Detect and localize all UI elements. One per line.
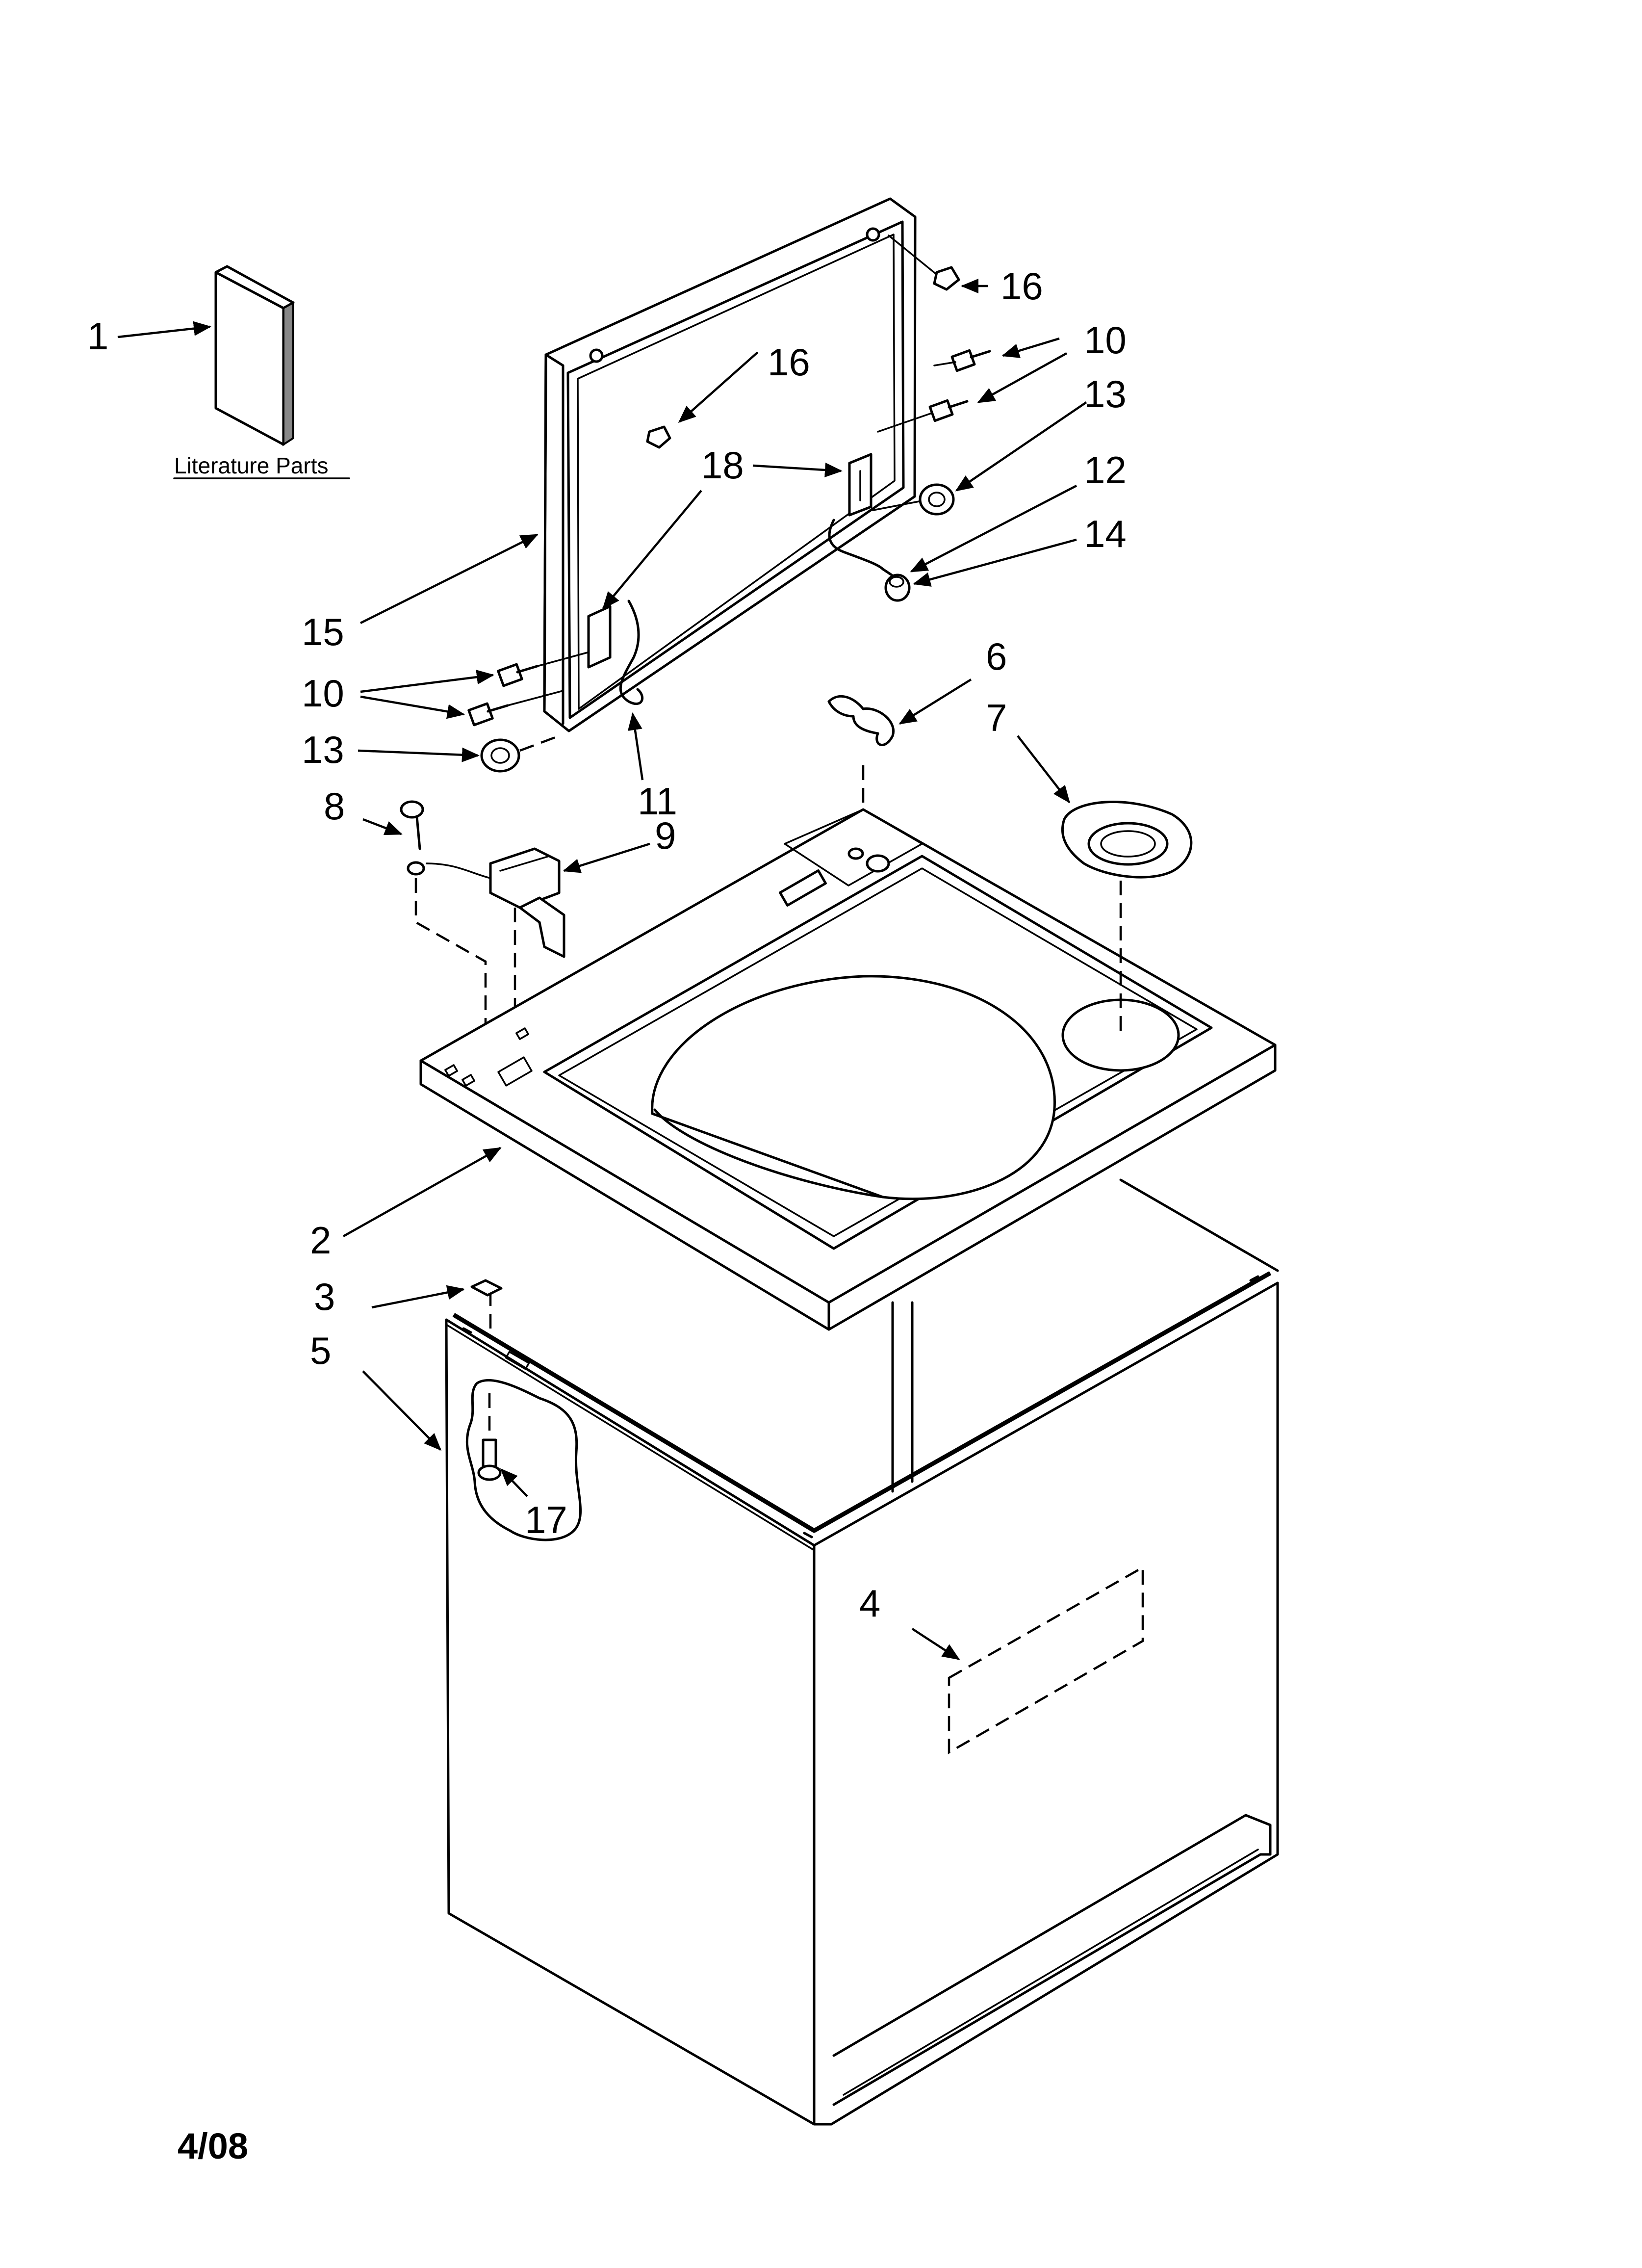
callout-18: 18 (701, 443, 744, 487)
serial-label-area (948, 1565, 1144, 1754)
cabinet-clip (470, 1279, 503, 1297)
hinge-grommet-right (872, 483, 955, 516)
literature-parts-booklet (214, 265, 295, 446)
lid-switch-screw (400, 800, 425, 876)
hinge-screw-right-upper (933, 349, 991, 372)
callout-11: 11 (638, 780, 677, 823)
literature-parts-label: Literature Parts (174, 453, 328, 478)
lid-switch-mount-dashline (414, 878, 487, 1055)
hinge-bushing-cap (884, 574, 911, 602)
callout-5: 5 (310, 1329, 331, 1372)
washer-cabinet (445, 1178, 1279, 2126)
hinge-screw-right-lower (877, 399, 969, 433)
callout-14: 14 (1084, 512, 1127, 555)
lid-bumper-top (888, 235, 960, 291)
callout-2: 2 (310, 1219, 331, 1262)
callout-13-top: 13 (1084, 372, 1127, 416)
callout-9: 9 (655, 814, 676, 857)
callout-7: 7 (986, 696, 1007, 739)
hinge-screw-left-lower (467, 690, 564, 727)
lid-assembly (543, 197, 917, 732)
callout-17: 17 (525, 1498, 567, 1541)
lid-bumper-mid (646, 425, 671, 449)
revision-date: 4/08 (178, 2126, 248, 2166)
lid-lock-clip (827, 695, 895, 746)
callout-10-left: 10 (302, 672, 344, 715)
callout-6: 6 (986, 635, 1007, 678)
hinge-grommet-left (480, 734, 560, 773)
hinge-screw-left-upper (497, 652, 589, 687)
callout-8: 8 (324, 784, 345, 828)
callout-13-left: 13 (302, 728, 344, 771)
callout-3: 3 (314, 1275, 335, 1318)
lid-switch (426, 847, 565, 958)
callout-10-top: 10 (1084, 318, 1127, 362)
callout-12: 12 (1084, 448, 1127, 492)
leader-lines (117, 279, 1087, 1660)
detergent-dispenser-cup (1061, 801, 1193, 879)
callout-16-top: 16 (1001, 264, 1043, 308)
callout-16-mid: 16 (768, 340, 810, 384)
cabinet-cutaway-detail (465, 1379, 582, 1541)
callout-4: 4 (859, 1582, 880, 1625)
callout-15: 15 (302, 610, 344, 653)
washer-top-panel (419, 808, 1277, 1331)
callout-1: 1 (87, 314, 108, 358)
